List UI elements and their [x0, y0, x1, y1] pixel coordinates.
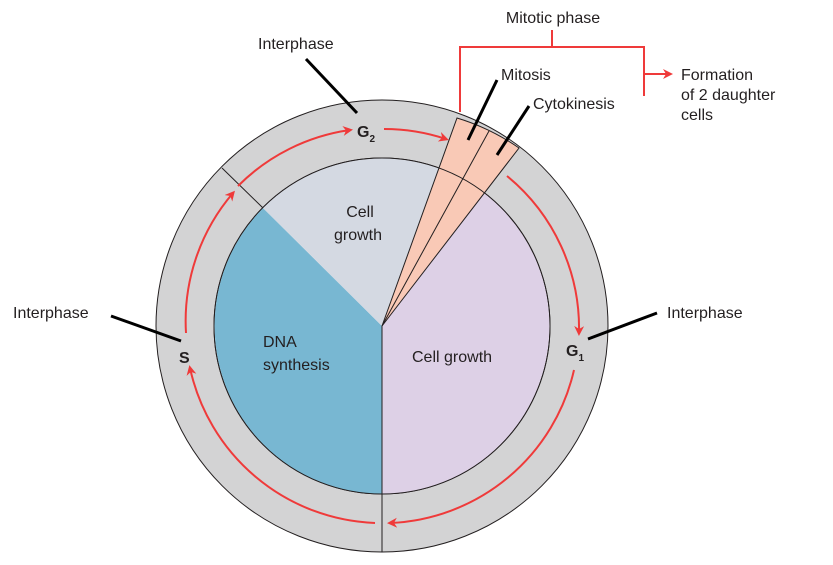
formation-label-line3: cells — [681, 107, 713, 124]
g1-label: G1 — [566, 343, 584, 364]
arrow-g1-to-s — [387, 369, 575, 528]
mitosis-leader — [466, 79, 499, 141]
cell-growth-right-label: Cell growth — [412, 349, 492, 366]
cytokinesis-label: Cytokinesis — [533, 96, 615, 113]
interphase-left-leader — [110, 314, 182, 343]
interphase-top-label: Interphase — [258, 36, 334, 53]
mitotic-phase-label: Mitotic phase — [506, 10, 600, 27]
arrow-g2-upper-left — [237, 126, 353, 187]
mitosis-label: Mitosis — [501, 67, 551, 84]
arrow-g2-to-mitosis — [383, 127, 449, 142]
cell-growth-g2-sector — [263, 158, 457, 326]
interphase-right-leader — [587, 311, 658, 341]
cell-growth-top-line1: Cell — [346, 204, 374, 221]
interphase-top-leader — [304, 57, 359, 115]
dna-synthesis-line2: synthesis — [263, 357, 330, 374]
arrow-s-to-g2 — [184, 190, 235, 334]
mitosis-cytokinesis-divider — [381, 130, 490, 327]
cell-growth-g1-sector — [382, 193, 550, 494]
mitotic-phase-wedge — [381, 117, 520, 327]
formation-label-line1: Formation — [681, 67, 753, 84]
s-g2-boundary-line — [221, 167, 264, 209]
g2-label: G2 — [357, 124, 375, 145]
s-label: S — [179, 350, 190, 367]
dna-synthesis-sector — [214, 208, 382, 494]
interphase-right-label: Interphase — [667, 305, 743, 322]
cell-growth-top-line2: growth — [334, 227, 382, 244]
arrow-s-to-g1-return — [186, 365, 376, 524]
arrow-mitosis-to-g1 — [506, 175, 585, 336]
dna-synthesis-line1: DNA — [263, 334, 297, 351]
formation-label-line2: of 2 daughter — [681, 87, 776, 104]
interphase-left-label: Interphase — [13, 305, 89, 322]
cytokinesis-leader — [495, 105, 531, 156]
